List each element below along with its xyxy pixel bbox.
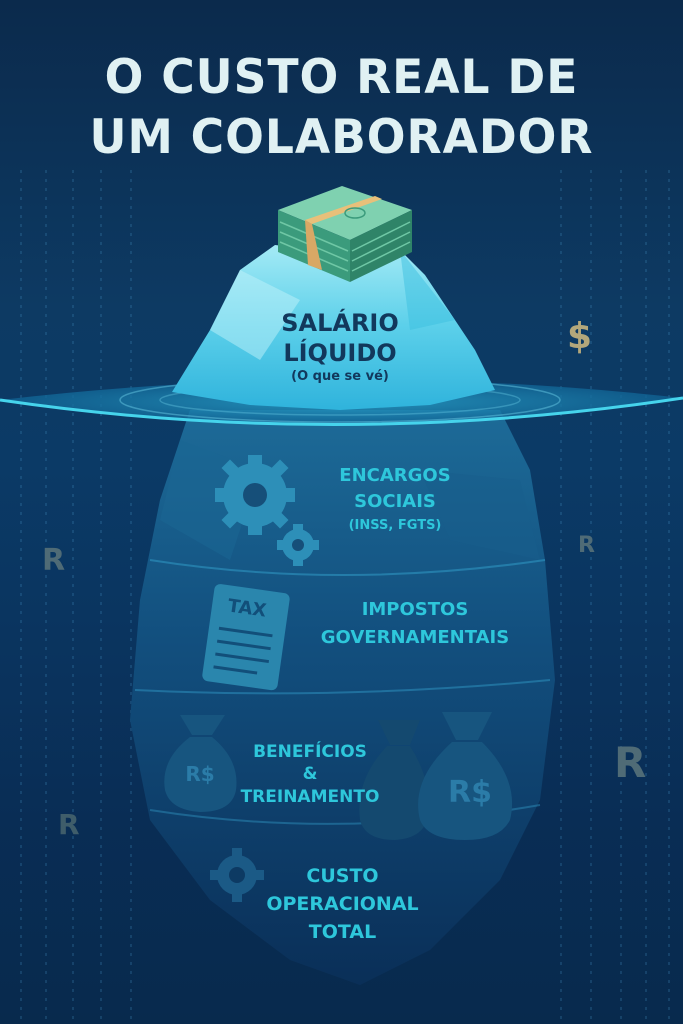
layer-line: ENCARGOS [339, 465, 451, 486]
money-bag-icon [164, 715, 237, 812]
layer-line: GOVERNAMENTAIS [320, 627, 510, 648]
layer-line: IMPOSTOS [361, 599, 469, 620]
money-bag-icon [418, 712, 513, 840]
gear-icon [210, 848, 264, 902]
real-icon: R [42, 543, 66, 578]
tip-line-1: SALÁRIO [281, 309, 399, 337]
money-bag-label: R$ [185, 762, 215, 786]
layer-line: OPERACIONAL [266, 893, 419, 915]
real-icon: R [614, 738, 647, 787]
tip-label: SALÁRIO LÍQUIDO (O que se vé) [230, 308, 450, 386]
tip-line-2: LÍQUIDO [283, 339, 397, 367]
page-title: O CUSTO REAL DE UM COLABORADOR [0, 48, 683, 168]
layer-line: CUSTO [306, 865, 379, 887]
title-line-1: O CUSTO REAL DE [104, 50, 579, 105]
layer-line: BENEFÍCIOS [253, 742, 367, 762]
tip-subtitle: (O que se vé) [291, 369, 389, 384]
money-bag-icon [359, 720, 429, 840]
layer-beneficios: BENEFÍCIOS & TREINAMENTO [230, 740, 390, 810]
gears-icon [215, 455, 319, 566]
real-icon: R [578, 533, 595, 558]
layer-line: & [302, 764, 318, 784]
layer-encargos-sociais: ENCARGOS SOCIAIS (INSS, FGTS) [320, 463, 470, 537]
iceberg-underwater [130, 410, 555, 985]
layer-custo-operacional: CUSTO OPERACIONAL TOTAL [245, 862, 440, 946]
layer-line: SOCIAIS [354, 491, 436, 512]
real-icon: R [58, 808, 80, 841]
layer-line: TOTAL [308, 921, 377, 943]
money-stack-icon [278, 186, 412, 282]
dollar-icon: $ [567, 316, 593, 357]
iceberg-tip [172, 240, 495, 410]
layer-impostos: IMPOSTOS GOVERNAMENTAIS [295, 596, 535, 652]
layer-line: (INSS, FGTS) [348, 518, 442, 533]
tax-document-icon [202, 584, 290, 691]
layer-line: TREINAMENTO [240, 787, 380, 807]
title-line-2: UM COLABORADOR [89, 110, 594, 165]
money-bag-label: R$ [448, 775, 492, 810]
